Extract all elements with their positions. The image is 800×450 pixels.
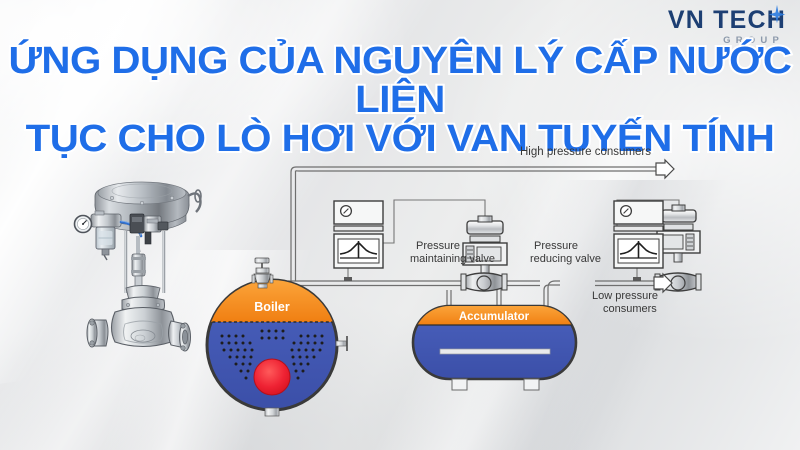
pressure-maintaining-valve-icon xyxy=(460,215,508,292)
title-line-2: TỤC CHO LÒ HƠI VỚI VAN TUYẾN TÍNH xyxy=(24,117,777,160)
accumulator-icon: Accumulator xyxy=(411,304,578,391)
page-title: ỨNG DỤNG CỦA NGUYÊN LÝ CẤP NƯỚC LIÊN TỤC… xyxy=(0,40,800,160)
stem-coupling xyxy=(131,253,146,289)
brand-name: VN TECH xyxy=(667,6,786,34)
label-pressure-maintaining-line2: maintaining valve xyxy=(410,253,495,265)
controller-chart-icon xyxy=(337,238,380,264)
pressure-maintaining-controller xyxy=(333,200,384,281)
pressure-reducing-controller xyxy=(613,200,664,281)
label-pressure-reducing-line1: Pressure xyxy=(534,240,578,252)
pneumatic-control-valve-photo xyxy=(73,181,202,352)
yoke-columns xyxy=(124,231,166,293)
label-pressure-reducing-line2: reducing valve xyxy=(530,253,601,265)
brand-subtitle: GROUP xyxy=(723,35,784,46)
sparkle-icon xyxy=(768,4,786,24)
arrow-right-icon xyxy=(655,158,675,180)
globe-valve-body xyxy=(86,306,191,352)
boiler-tube-dots-right xyxy=(290,334,324,380)
label-high-pressure-consumers: High pressure consumers xyxy=(520,146,651,158)
arrow-right-icon xyxy=(653,272,673,294)
title-line-1: ỨNG DỤNG CỦA NGUYÊN LÝ CẤP NƯỚC LIÊN xyxy=(6,40,794,121)
label-pressure-maintaining-line1: Pressure xyxy=(416,240,460,252)
boiler-tube-dots-center xyxy=(260,329,285,340)
label-low-pressure-consumers-line1: Low pressure xyxy=(592,290,658,302)
filter-regulator xyxy=(73,210,143,261)
boiler-tube-dots-left xyxy=(220,334,254,380)
controller-chart-icon xyxy=(617,238,660,264)
label-low-pressure-consumers-line2: consumers xyxy=(603,303,657,315)
brand-logo: VN TECH GROUP xyxy=(667,4,786,46)
boiler-outlet-valve-icon xyxy=(251,257,274,289)
boiler-label: Boiler xyxy=(254,300,290,314)
accumulator-label: Accumulator xyxy=(459,311,530,323)
